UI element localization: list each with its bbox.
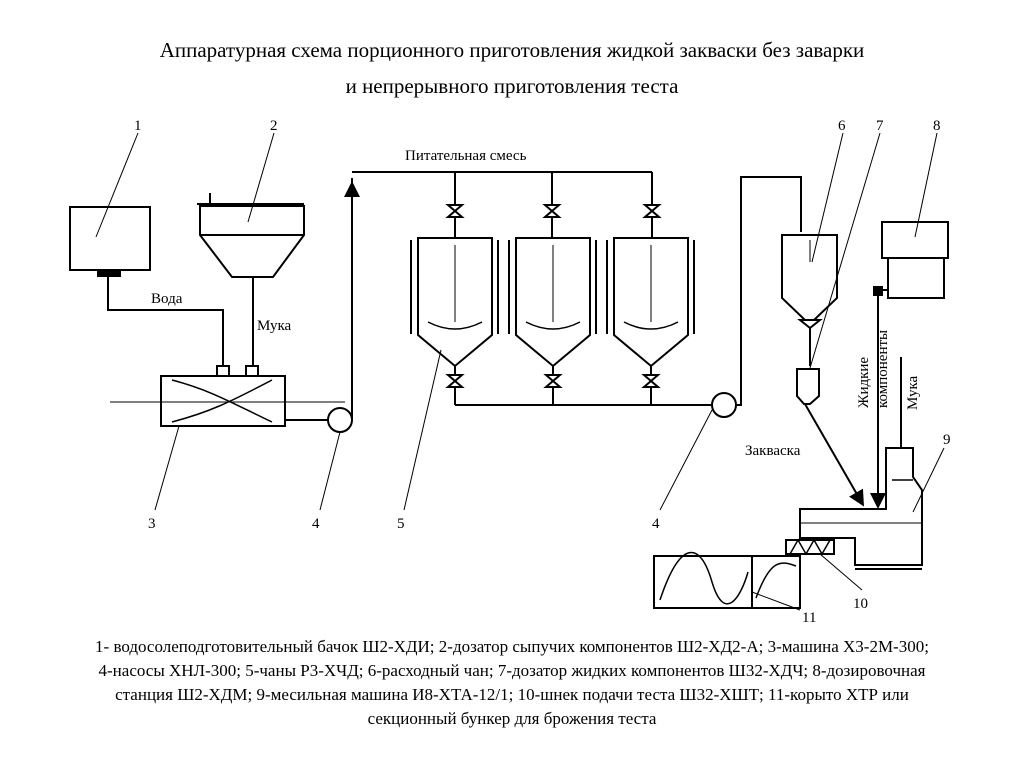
callout-2: 2: [270, 118, 278, 134]
callout-7: 7: [876, 118, 884, 134]
callout-5: 5: [397, 516, 405, 532]
water-pipe: [107, 276, 224, 372]
caption-line-1: 1- водосолеподготовительный бачок Ш2-ХДИ…: [95, 637, 929, 656]
caption-line-2: 4-насосы ХНЛ-300; 5-чаны Р3-ХЧД; 6-расхо…: [98, 661, 926, 680]
callout-4-left: 4: [312, 516, 320, 532]
title-line-1: Аппаратурная схема порционного приготовл…: [159, 38, 865, 62]
trough-11: [653, 555, 753, 609]
label-liquid-2: компоненты: [875, 330, 891, 408]
callout-4-right: 4: [652, 516, 660, 532]
callout-9: 9: [943, 432, 951, 448]
label-starter: Закваска: [745, 443, 801, 459]
caption-line-4: секционный бункер для брожения теста: [367, 709, 657, 728]
pump-4-left: [327, 407, 353, 433]
label-liquid-1: Жидкие: [856, 357, 872, 408]
label-feeding-mix: Питательная смесь: [405, 148, 527, 164]
kneading-machine-9: [799, 447, 923, 566]
caption-line-3: станция Ш2-ХДМ; 9-месильная машина И8-ХТ…: [115, 685, 909, 704]
callout-11: 11: [802, 610, 816, 626]
liquid-doser-7: [796, 368, 820, 405]
dosing-station-8: [881, 221, 949, 259]
callout-1: 1: [134, 118, 142, 134]
tank-1: [69, 206, 151, 271]
callout-3: 3: [148, 516, 156, 532]
pump-4-right: [711, 392, 737, 418]
label-water: Вода: [151, 291, 183, 307]
legend-caption: 1- водосолеподготовительный бачок Ш2-ХДИ…: [20, 635, 1004, 731]
title-line-2: и непрерывного приготовления теста: [345, 74, 679, 98]
callout-10: 10: [853, 596, 868, 612]
flour-dispenser-2: [199, 205, 305, 278]
label-flour-2: Мука: [905, 375, 921, 410]
callout-6: 6: [838, 118, 846, 134]
callout-8: 8: [933, 118, 941, 134]
process-diagram: Вода Мука Питательная смесь Закваска Жид…: [69, 118, 951, 626]
label-flour: Мука: [257, 318, 292, 334]
